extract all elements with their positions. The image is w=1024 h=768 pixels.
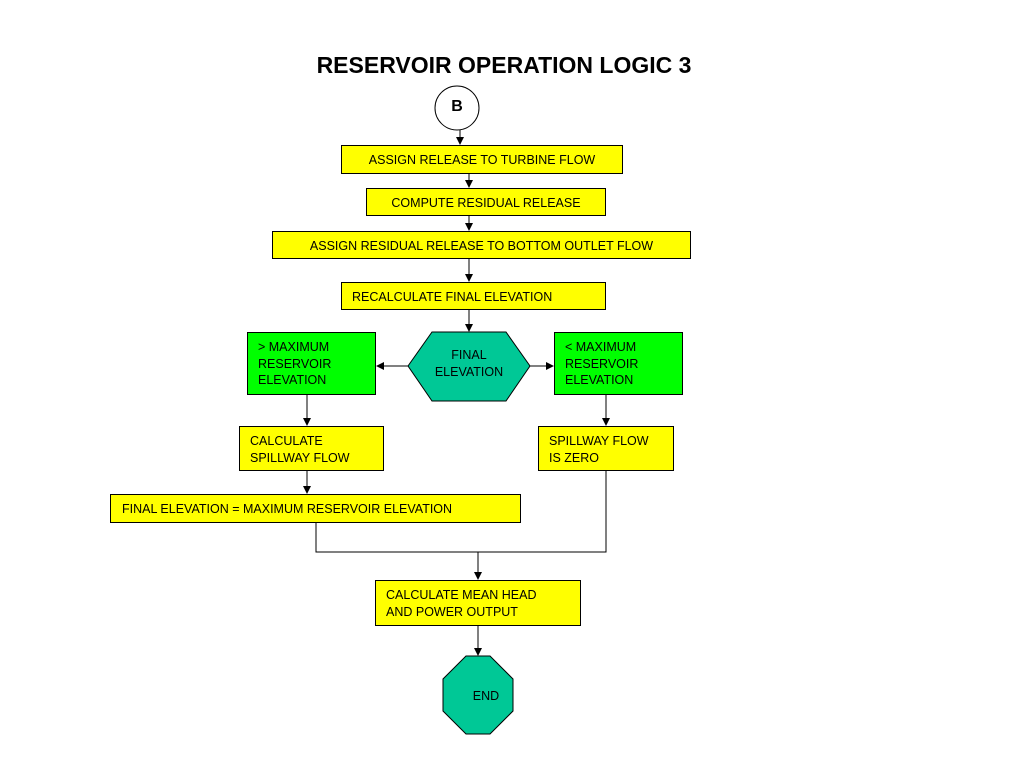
compute-residual-step: COMPUTE RESIDUAL RELEASE <box>366 188 606 216</box>
less-than-max-condition: < MAXIMUM RESERVOIR ELEVATION <box>554 332 683 395</box>
end-label: END <box>472 689 500 703</box>
spillway-zero-step: SPILLWAY FLOW IS ZERO <box>538 426 674 471</box>
greater-than-max-condition: > MAXIMUM RESERVOIR ELEVATION <box>247 332 376 395</box>
connector-label: B <box>451 98 463 115</box>
final-elevation-equals-step: FINAL ELEVATION = MAXIMUM RESERVOIR ELEV… <box>110 494 521 523</box>
calculate-spillway-step: CALCULATE SPILLWAY FLOW <box>239 426 384 471</box>
line-final-to-merge <box>315 471 607 553</box>
diagram-title: RESERVOIR OPERATION LOGIC 3 <box>316 52 692 78</box>
connector-circle <box>434 85 480 131</box>
assign-turbine-step: ASSIGN RELEASE TO TURBINE FLOW <box>341 145 623 174</box>
decision-label: FINAL ELEVATION <box>434 348 504 379</box>
assign-bottom-outlet-step: ASSIGN RESIDUAL RELEASE TO BOTTOM OUTLET… <box>272 231 691 259</box>
recalculate-elevation-step: RECALCULATE FINAL ELEVATION <box>341 282 606 310</box>
mean-head-power-step: CALCULATE MEAN HEAD AND POWER OUTPUT <box>375 580 581 626</box>
end-octagon <box>442 655 514 735</box>
